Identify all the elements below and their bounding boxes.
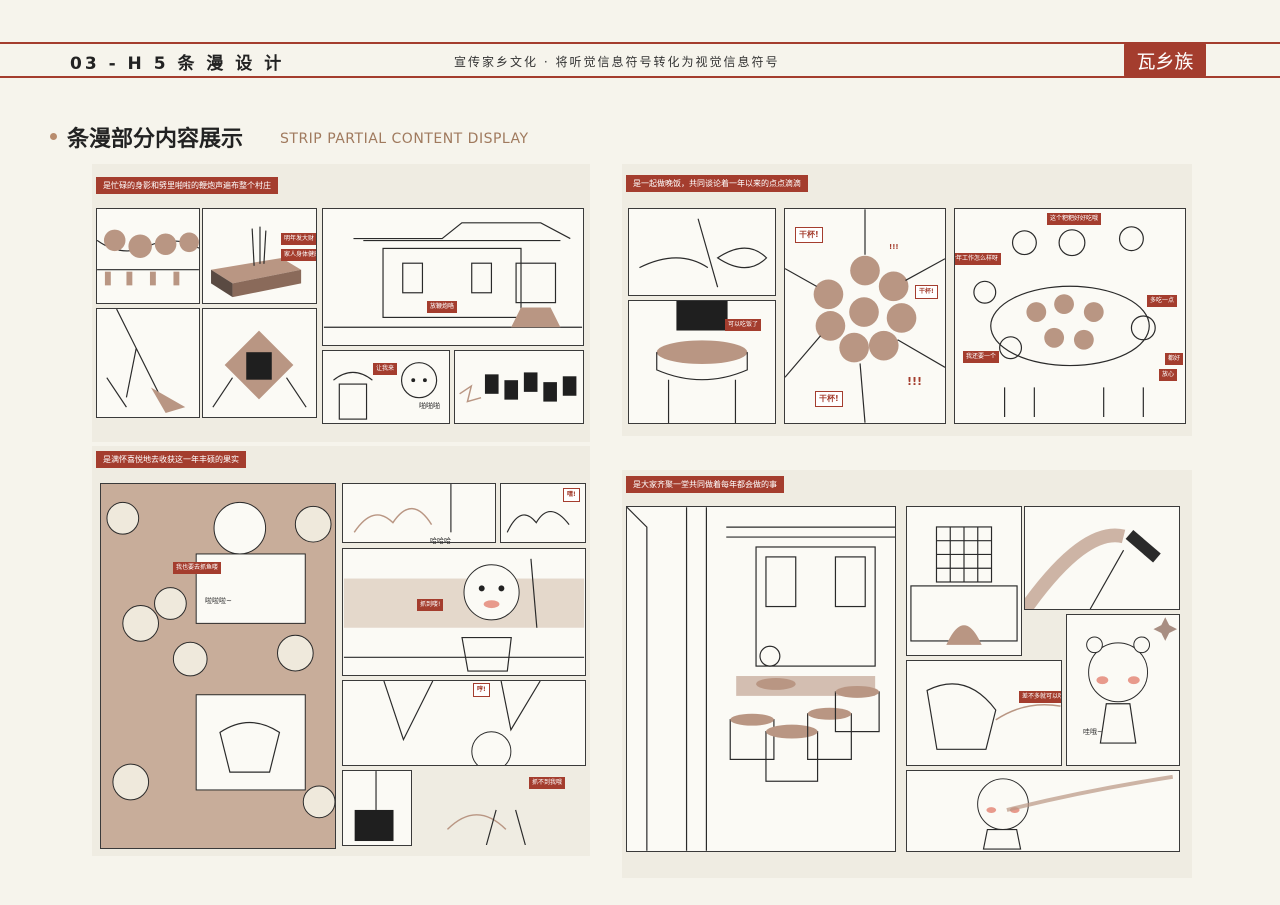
strip-4-panel-dough: 差不多就可以吃了	[906, 660, 1062, 766]
speech-bubble: 哼!	[473, 683, 490, 697]
strip-2-caption: 是一起做晚饭，共同谈论着一年以来的点点滴滴	[626, 175, 808, 192]
bear-kid-illustration	[1086, 617, 1178, 744]
strip-1-panel-offering: 明年发大财 家人身体健康	[202, 208, 317, 304]
onomatopoeia: 哈哈哈	[430, 537, 451, 545]
speech-bubble: 让我来	[373, 363, 398, 375]
speech-bubble: 嘿!	[563, 488, 580, 502]
strip-2-panel-cutting	[628, 208, 776, 296]
onomatopoeia: 啪啪啪	[419, 402, 440, 410]
strip-3-panel-splash	[342, 483, 496, 543]
cutting-fish-illustration	[639, 218, 768, 288]
bushes-illustration	[506, 510, 570, 533]
strip-3-panel-catch: 抓到喽!	[342, 548, 586, 676]
speech-bubble: 多吃一点	[1147, 295, 1178, 307]
speech-bubble: 抓不到我哦	[529, 777, 566, 789]
section-code: 03 - H 5 条 漫 设 计	[70, 54, 285, 74]
strip-4-panel-eating	[906, 770, 1180, 852]
speech-bubble: 干杯!	[815, 391, 843, 407]
strip-1-panel-lanterns	[96, 208, 200, 304]
speech-bubble: 明年发大财	[281, 233, 316, 245]
strip-3-panel-shout: 嘿!	[500, 483, 586, 543]
water-splash-run-illustration	[446, 809, 526, 845]
exclamation: !!!	[889, 243, 899, 251]
kneading-dough-illustration	[926, 683, 1061, 750]
speech-bubble: 差不多就可以吃了	[1019, 691, 1061, 703]
title-bullet-icon	[50, 133, 57, 140]
speech-bubble: 今年工作怎么样呀	[955, 253, 1002, 265]
steamer-stove-illustration	[910, 526, 1018, 645]
exclamation: !!!	[907, 375, 923, 388]
village-house-illustration	[323, 222, 583, 328]
page-title: 条漫部分内容展示	[67, 127, 244, 152]
speech-bubble: 抓到喽!	[417, 599, 444, 611]
serving-food-illustration	[656, 301, 748, 423]
sweeping-figure-illustration	[106, 309, 186, 414]
firecrackers-illustration	[459, 372, 577, 403]
speech-bubble: 干杯!	[915, 285, 938, 299]
header-tagline: 宣传家乡文化 · 将听觉信息符号转化为视觉信息符号	[454, 55, 780, 69]
speech-bubble: 家人身体健康	[281, 249, 316, 261]
strip-4-caption: 是大家齐聚一堂共同做着每年都会做的事	[626, 476, 784, 493]
cheers-circle-illustration	[785, 209, 945, 423]
lotus-pond-illustration	[106, 501, 335, 819]
wooden-tubs-workshop-illustration	[627, 507, 895, 851]
running-kid-illustration	[383, 681, 541, 765]
onomatopoeia: 啦啦啦~	[205, 597, 232, 605]
strip-1-panel-broom	[96, 308, 200, 418]
strip-3-panel-run: 哼!	[342, 680, 586, 766]
strip-2-panel-dinner: 这个粑粑好好吃哦 今年工作怎么样呀 多吃一点 我还要一个 都好 放心	[954, 208, 1186, 424]
speech-bubble: 放心	[1159, 369, 1178, 381]
strip-4-panel-workshop	[626, 506, 896, 852]
header-bottom-rule	[0, 76, 1280, 78]
speech-bubble: 我还要一个	[963, 351, 1000, 363]
fu-character-illustration	[212, 330, 307, 408]
page-subtitle: STRIP PARTIAL CONTENT DISPLAY	[280, 131, 529, 147]
kid-firecracker-illustration	[333, 362, 438, 420]
water-splash-illustration	[353, 484, 452, 533]
strip-3-panel-escape: 抓不到我哦	[416, 770, 586, 846]
strip-4-panel-pestle	[1024, 506, 1180, 610]
strip-3-panel-net	[342, 770, 412, 846]
strip-1-panel-firecrackers	[454, 350, 584, 424]
fishing-net-illustration	[354, 771, 394, 842]
brand-logo: 瓦乡族	[1124, 43, 1206, 77]
header-top-rule	[0, 42, 1280, 44]
strip-2-panel-cheers: 干杯! !!! 干杯! 干杯! !!!	[784, 208, 946, 424]
onomatopoeia: 哇哦~	[1083, 728, 1103, 736]
strip-2-panel-serving: 可以吃饭了	[628, 300, 776, 424]
strip-3-caption: 是满怀喜悦地去收获这一年丰硕的果实	[96, 451, 246, 468]
pestle-illustration	[1025, 528, 1161, 609]
speech-bubble: 这个粑粑好好吃哦	[1047, 213, 1102, 225]
speech-bubble: 放鞭炮咯	[427, 301, 458, 313]
speech-bubble: 可以吃饭了	[725, 319, 762, 331]
strip-4-panel-bear: 哇哦~	[1066, 614, 1180, 766]
strip-3-panel-pond: 我也要去抓鱼喽 啦啦啦~	[100, 483, 336, 849]
offering-cake-illustration	[211, 226, 302, 298]
strip-1-panel-kid: 让我来 啪啪啪	[322, 350, 450, 424]
family-dinner-illustration	[973, 226, 1156, 418]
catching-fish-illustration	[343, 558, 585, 672]
strip-1-panel-house: 放鞭炮咯	[322, 208, 584, 346]
strip-1-panel-fu	[202, 308, 317, 418]
bear-eating-illustration	[977, 774, 1174, 850]
strip-1-caption: 是忙碌的身影和劈里啪啦的鞭炮声遍布整个村庄	[96, 177, 278, 194]
speech-bubble: 干杯!	[795, 227, 823, 243]
speech-bubble: 我也要去抓鱼喽	[173, 562, 222, 574]
strip-4-panel-steamer	[906, 506, 1022, 656]
lantern-illustration	[97, 229, 199, 286]
speech-bubble: 都好	[1165, 353, 1184, 365]
